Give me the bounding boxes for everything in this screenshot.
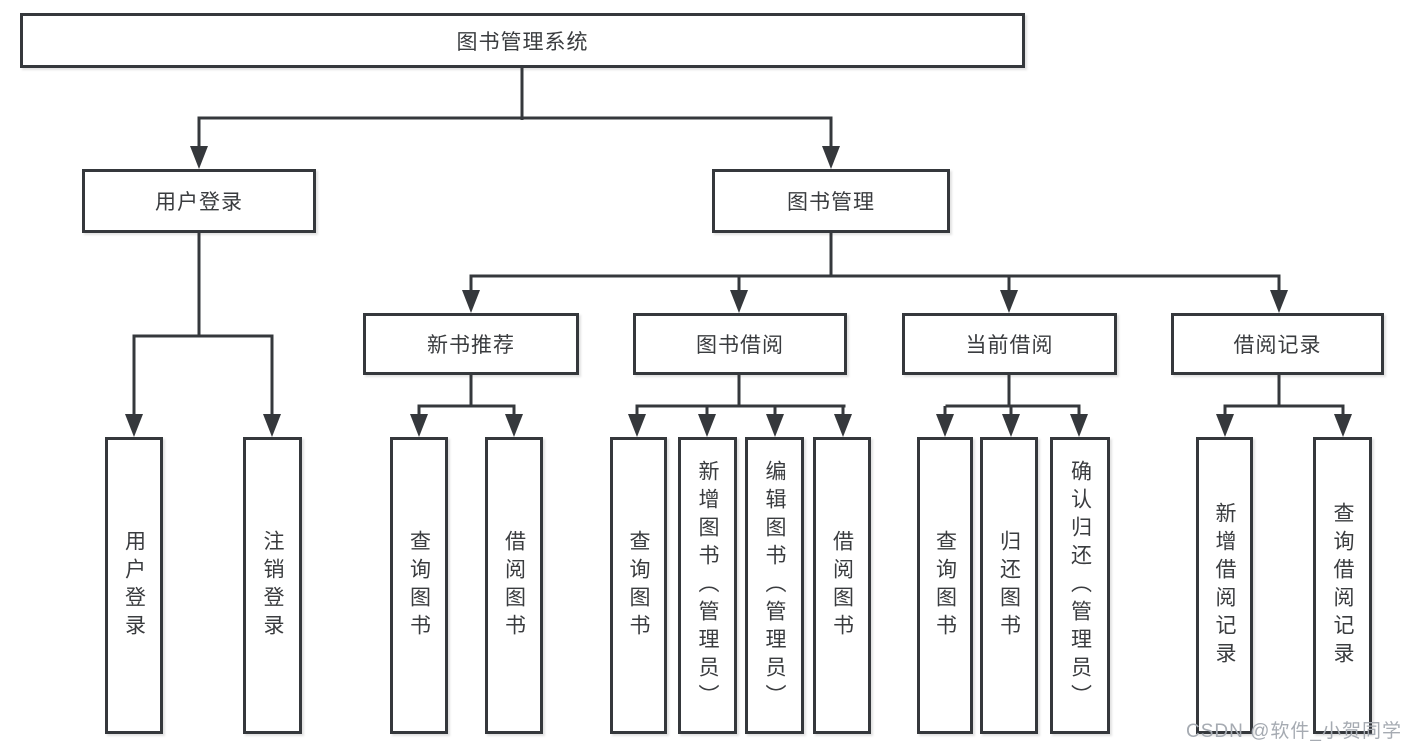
leaf-user-login-label: 用户登录 bbox=[122, 529, 146, 642]
leaf-return-books: 归还图书 bbox=[980, 437, 1038, 734]
leaf-add-borrow-record: 新增借阅记录 bbox=[1196, 437, 1253, 734]
leaf-query-borrow-record-label: 查询借阅记录 bbox=[1331, 501, 1354, 670]
leaf-confirm-return-admin-label: 确认归还（管理员） bbox=[1068, 459, 1092, 712]
node-book-management-label: 图书管理 bbox=[787, 191, 875, 214]
node-new-book-recommend: 新书推荐 bbox=[363, 313, 579, 375]
leaf-user-login: 用户登录 bbox=[105, 437, 163, 734]
leaf-recommend-query-books: 查询图书 bbox=[390, 437, 448, 734]
arrowhead-icon bbox=[628, 414, 646, 437]
node-book-management: 图书管理 bbox=[712, 169, 950, 233]
arrowhead-icon bbox=[410, 414, 428, 437]
leaf-add-borrow-record-label: 新增借阅记录 bbox=[1213, 501, 1236, 670]
leaf-borrow-books: 借阅图书 bbox=[813, 437, 871, 734]
node-root: 图书管理系统 bbox=[20, 13, 1025, 68]
node-root-label: 图书管理系统 bbox=[456, 30, 589, 54]
arrowhead-icon bbox=[1000, 290, 1018, 313]
arrowhead-icon bbox=[263, 414, 281, 437]
leaf-borrow-books-label: 借阅图书 bbox=[830, 529, 854, 642]
node-borrow-records: 借阅记录 bbox=[1171, 313, 1384, 375]
leaf-borrow-query-books-label: 查询图书 bbox=[627, 529, 650, 642]
leaf-edit-books-admin-label: 编辑图书（管理员） bbox=[763, 459, 786, 712]
leaf-query-borrow-record: 查询借阅记录 bbox=[1313, 437, 1372, 734]
node-user-login-label: 用户登录 bbox=[155, 191, 243, 214]
leaf-current-query-books: 查询图书 bbox=[917, 437, 973, 734]
leaf-recommend-borrow-books: 借阅图书 bbox=[485, 437, 543, 734]
arrowhead-icon bbox=[1002, 414, 1020, 437]
arrowhead-icon bbox=[834, 414, 852, 437]
leaf-logout-label: 注销登录 bbox=[261, 529, 284, 642]
arrowhead-icon bbox=[1070, 414, 1088, 437]
arrowhead-icon bbox=[766, 414, 784, 437]
arrowhead-icon bbox=[822, 146, 840, 169]
csdn-watermark: CSDN @软件_小贺同学 bbox=[1186, 721, 1402, 742]
node-current-borrow-label: 当前借阅 bbox=[965, 334, 1054, 357]
arrowhead-icon bbox=[505, 414, 523, 437]
leaf-recommend-borrow-books-label: 借阅图书 bbox=[502, 529, 526, 642]
arrowhead-icon bbox=[936, 414, 954, 437]
arrowhead-icon bbox=[190, 146, 208, 169]
leaf-logout: 注销登录 bbox=[243, 437, 302, 734]
leaf-return-books-label: 归还图书 bbox=[997, 529, 1021, 642]
arrowhead-icon bbox=[698, 414, 716, 437]
arrowhead-icon bbox=[1216, 414, 1234, 437]
arrowhead-icon bbox=[1270, 290, 1288, 313]
arrowhead-icon bbox=[125, 414, 143, 437]
arrowhead-icon bbox=[1334, 414, 1352, 437]
arrowhead-icon bbox=[462, 290, 480, 313]
node-book-borrow: 图书借阅 bbox=[633, 313, 847, 375]
leaf-borrow-query-books: 查询图书 bbox=[610, 437, 667, 734]
node-user-login: 用户登录 bbox=[82, 169, 316, 233]
leaf-recommend-query-books-label: 查询图书 bbox=[407, 529, 431, 642]
leaf-current-query-books-label: 查询图书 bbox=[933, 529, 957, 642]
node-borrow-records-label: 借阅记录 bbox=[1233, 334, 1322, 357]
node-current-borrow: 当前借阅 bbox=[902, 313, 1117, 375]
arrowhead-icon bbox=[730, 290, 748, 313]
node-new-book-recommend-label: 新书推荐 bbox=[427, 334, 515, 357]
leaf-add-books-admin: 新增图书（管理员） bbox=[678, 437, 737, 734]
node-book-borrow-label: 图书借阅 bbox=[696, 334, 784, 357]
leaf-edit-books-admin: 编辑图书（管理员） bbox=[745, 437, 804, 734]
leaf-add-books-admin-label: 新增图书（管理员） bbox=[696, 459, 719, 712]
leaf-confirm-return-admin: 确认归还（管理员） bbox=[1050, 437, 1110, 734]
